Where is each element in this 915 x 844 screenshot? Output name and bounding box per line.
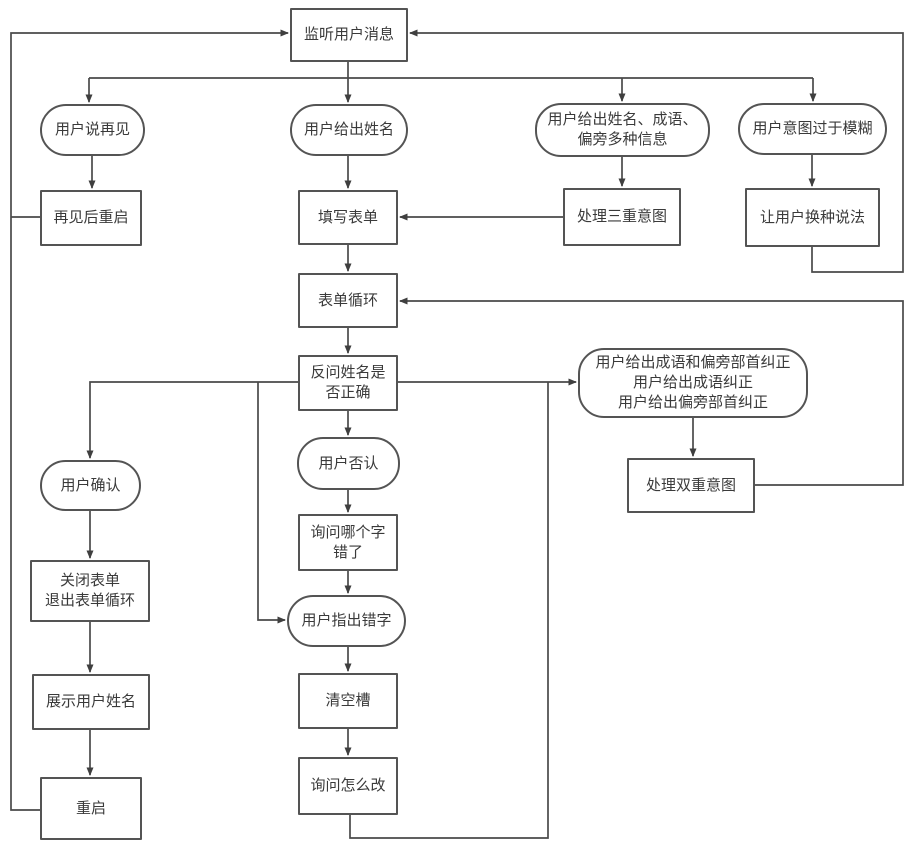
node-restart-after-goodbye: 再见后重启 [40, 190, 142, 246]
node-listen-user-message: 监听用户消息 [290, 8, 408, 62]
node-confirm-name-correct: 反问姓名是 否正确 [298, 355, 398, 411]
node-handle-triple-intent: 处理三重意图 [563, 188, 681, 246]
edge-restart-to-listen [10, 29, 289, 811]
node-ask-user-rephrase: 让用户换种说法 [745, 188, 880, 247]
node-user-gives-multi-info: 用户给出姓名、成语、 偏旁多种信息 [535, 103, 710, 157]
node-show-user-name: 展示用户姓名 [32, 674, 150, 730]
edge-double-to-form-loop [399, 297, 904, 486]
node-restart: 重启 [40, 777, 142, 840]
node-ask-which-char-wrong: 询问哪个字 错了 [298, 514, 398, 571]
node-form-loop: 表单循环 [298, 273, 398, 328]
node-user-intent-vague: 用户意图过于模糊 [738, 103, 887, 155]
node-user-says-goodbye: 用户说再见 [40, 104, 145, 156]
node-user-gives-corrections: 用户给出成语和偏旁部首纠正 用户给出成语纠正 用户给出偏旁部首纠正 [578, 348, 808, 418]
node-user-points-wrong-char: 用户指出错字 [287, 595, 406, 647]
edge-how-change-loop [349, 382, 549, 839]
node-close-form-exit-loop: 关闭表单 退出表单循环 [30, 560, 150, 622]
node-user-denies: 用户否认 [297, 437, 400, 490]
node-user-gives-name: 用户给出姓名 [290, 104, 408, 156]
node-fill-form: 填写表单 [298, 190, 398, 245]
node-clear-slot: 清空槽 [298, 673, 398, 729]
node-handle-double-intent: 处理双重意图 [627, 458, 755, 513]
node-user-confirms: 用户确认 [40, 460, 141, 511]
edge-rephrase-to-listen [409, 29, 904, 273]
edge-confirm-to-user-confirm [86, 381, 298, 459]
edge-confirm-to-point-wrong [257, 382, 286, 624]
node-ask-how-to-change: 询问怎么改 [298, 757, 398, 815]
